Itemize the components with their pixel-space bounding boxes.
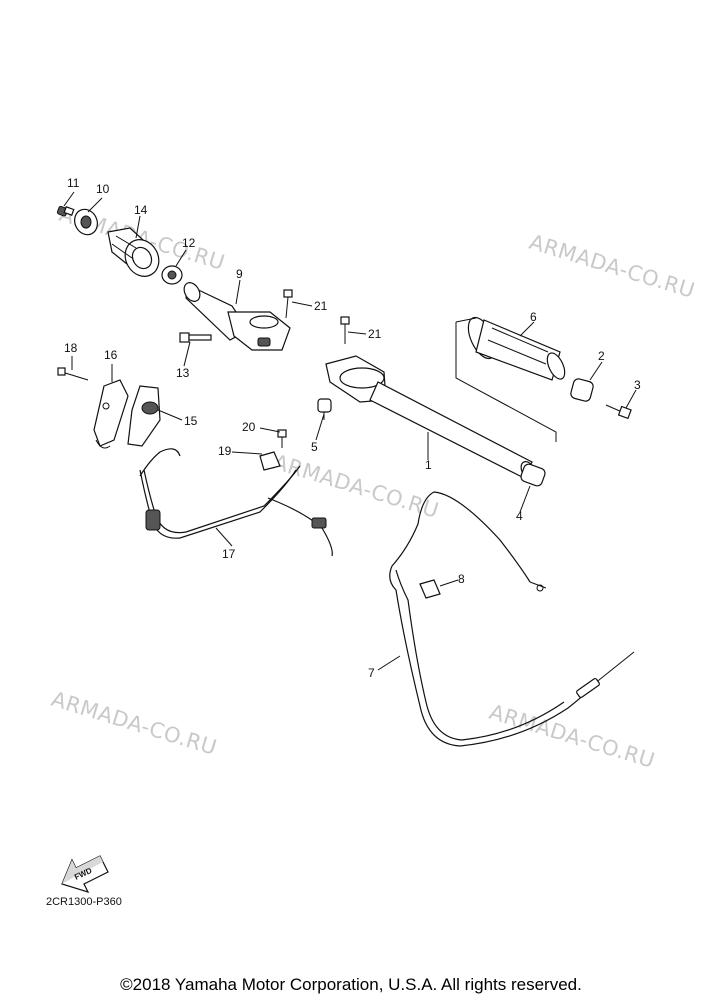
part-3-screw (605, 404, 632, 420)
callout-15: 15 (184, 414, 198, 428)
callout-1: 1 (425, 458, 432, 472)
callout-18: 18 (64, 341, 78, 355)
callout-5: 5 (311, 440, 318, 454)
watermark: ARMADA-CO.RU (487, 700, 658, 773)
watermark: ARMADA-CO.RU (527, 230, 698, 303)
part-10-grip-end (74, 208, 98, 236)
part-11-screw (56, 205, 75, 217)
callout-11: 11 (67, 176, 80, 190)
callout-6: 6 (530, 310, 537, 324)
diagram-code: 2CR1300-P360 (46, 896, 122, 908)
part-14-throttle-grip (107, 227, 160, 277)
callout-17: 17 (222, 547, 236, 561)
callout-9: 9 (236, 267, 243, 281)
callout-13: 13 (176, 366, 190, 380)
part-9-left-handlebar (183, 282, 291, 351)
part-2-end-weight (570, 378, 594, 402)
callout-7: 7 (368, 666, 375, 680)
callout-10: 10 (96, 182, 110, 196)
part-16-switch-housing (93, 379, 129, 449)
assembly-bracket (455, 317, 557, 442)
part-13-bolt (179, 332, 212, 343)
callout-4: 4 (516, 509, 523, 523)
part-5-bolt (317, 398, 332, 420)
part-19-clamp (259, 451, 281, 471)
callout-19: 19 (218, 444, 232, 458)
part-6-grip (467, 316, 566, 381)
part-7-throttle-cable (389, 491, 635, 747)
leader-lines (63, 191, 637, 671)
part-20-screw (277, 429, 287, 448)
callout-16: 16 (104, 348, 118, 362)
part-21-bolt-right (340, 316, 350, 344)
callout-8: 8 (458, 572, 465, 586)
part-15-switch-housing (127, 385, 161, 447)
part-17-wire-harness (139, 448, 333, 557)
part-12-collar (161, 265, 183, 285)
callout-14: 14 (134, 203, 148, 217)
forward-arrow-icon: FWD (61, 855, 109, 893)
part-18-screw (57, 367, 89, 381)
callout-3: 3 (634, 378, 641, 392)
callout-2: 2 (598, 349, 605, 363)
watermark: ARMADA-CO.RU (49, 687, 220, 760)
callout-21: 21 (368, 327, 382, 341)
copyright-notice: ©2018 Yamaha Motor Corporation, U.S.A. A… (120, 975, 582, 994)
part-4-collar (520, 463, 546, 487)
watermark: ARMADA-CO.RU (271, 450, 442, 523)
part-21-bolt-left (283, 289, 293, 319)
part-8-clip (419, 579, 441, 599)
callout-20: 20 (242, 420, 256, 434)
callout-12: 12 (182, 236, 196, 250)
callout-21: 21 (314, 299, 328, 313)
part-1-right-handlebar (325, 355, 536, 479)
